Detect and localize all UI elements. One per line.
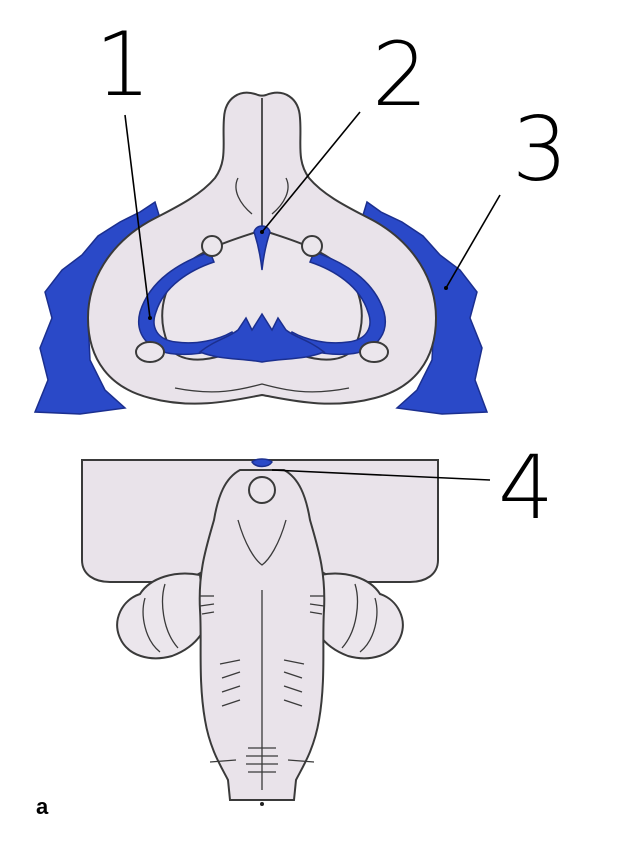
label-1: 1: [95, 13, 151, 116]
right-cerebellum-fold-2: [341, 583, 359, 649]
left-cerebellum-fold-1: [142, 597, 161, 653]
central-canal: [260, 802, 264, 806]
lower-brainstem-section: [81, 458, 439, 806]
upper-brain-section: [33, 91, 489, 415]
label-3: 3: [512, 98, 568, 201]
leader-dot-2: [260, 230, 264, 234]
leader-line-3: [445, 194, 501, 289]
left-fornix: [235, 177, 253, 215]
left-small-knob: [201, 235, 223, 257]
panel-letter: a: [36, 794, 49, 819]
left-cerebellum: [116, 572, 208, 660]
leader-line-2: [261, 111, 361, 233]
cerebral-peduncles: [237, 519, 287, 566]
cranial-nerves: [199, 595, 325, 763]
third-ventricle: [253, 225, 271, 271]
central-ventricle: [198, 312, 326, 363]
mammillary-bodies: [248, 476, 276, 504]
right-cerebellum: [312, 572, 404, 660]
leader-line-1: [124, 114, 151, 319]
right-fornix: [271, 177, 289, 215]
right-small-knob: [301, 235, 323, 257]
ventricle-4-target: [251, 458, 273, 468]
label-4: 4: [498, 436, 554, 539]
leader-dot-1: [148, 316, 152, 320]
left-lower-knob: [135, 341, 165, 363]
label-2: 2: [372, 23, 428, 126]
left-cerebellum-fold-2: [161, 583, 179, 649]
leader-dot-3: [444, 286, 448, 290]
right-cerebellum-fold-1: [359, 597, 378, 653]
lower-curve: [174, 383, 350, 393]
medulla-lines: [246, 747, 278, 773]
right-lower-knob: [359, 341, 389, 363]
leader-line-4: [271, 469, 491, 481]
